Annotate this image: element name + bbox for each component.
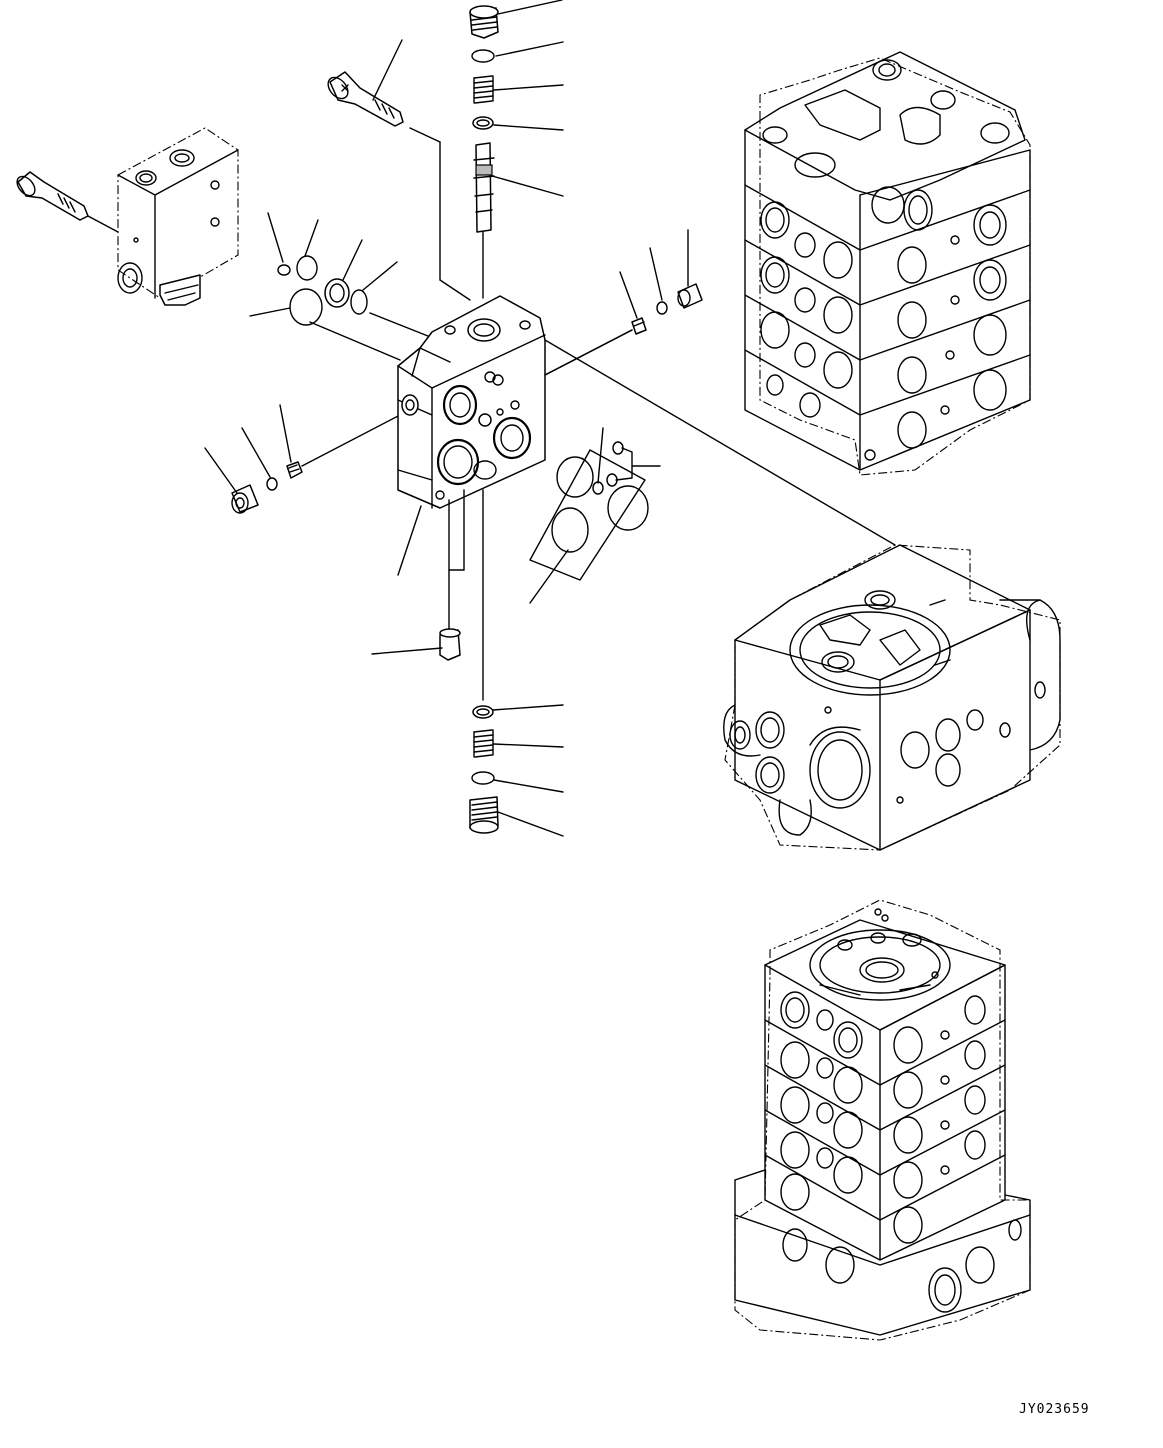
top-spool-assembly — [469, 5, 499, 299]
seals-left — [231, 255, 439, 514]
leader-lines — [204, 0, 689, 837]
long-bolt — [327, 71, 471, 301]
bottom-spool-assembly — [439, 489, 499, 834]
valve-stack-top-view — [744, 51, 1031, 476]
connection-lines — [309, 321, 633, 376]
small-valve-block — [16, 127, 239, 306]
valve-section-body-view — [723, 544, 1061, 851]
valve-stack-bottom-view — [734, 899, 1031, 1341]
drawing-reference-code: JY023659 — [1019, 1402, 1090, 1417]
seals-right — [544, 283, 703, 376]
gasket-set — [529, 441, 649, 581]
main-valve-section — [397, 295, 896, 546]
